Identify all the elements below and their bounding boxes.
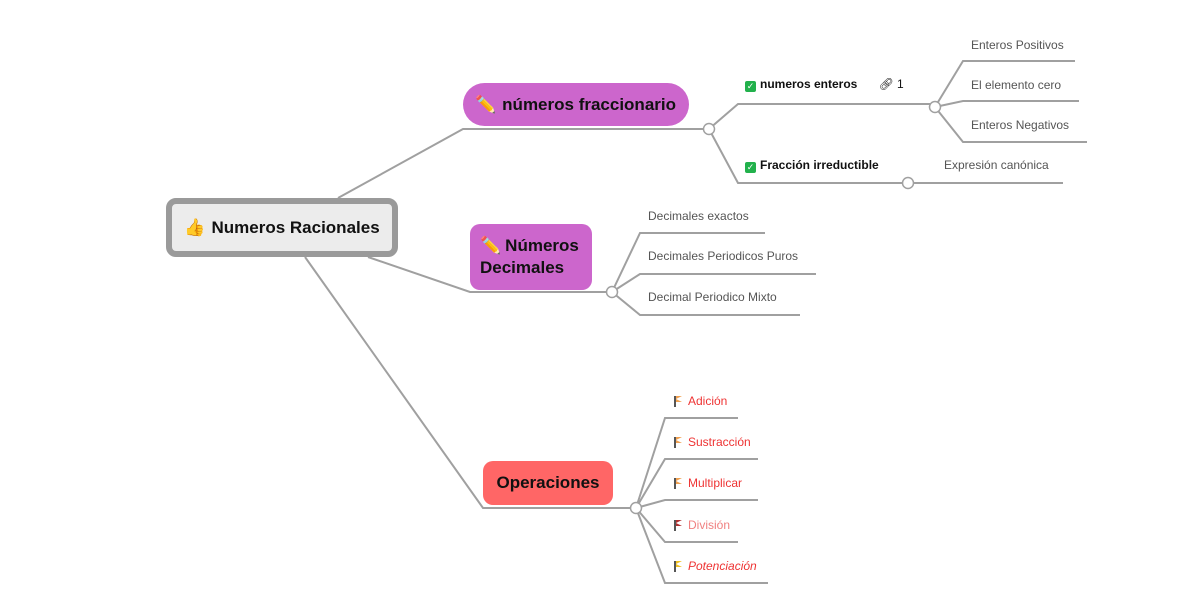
flag-orange-icon (674, 478, 684, 489)
subtopic-enteros-positivos[interactable]: Enteros Positivos (971, 38, 1064, 52)
flag-yellow-icon (674, 561, 684, 572)
collapse-toggle-fraccionario[interactable] (702, 122, 716, 136)
flag-red-icon (674, 520, 684, 531)
connector-enteros-negativos (934, 106, 1087, 143)
topic-numeros-fraccionario[interactable]: ✏️ números fraccionario (463, 83, 689, 126)
subtopic-numeros-enteros[interactable]: ✓ numeros enteros 🔗︎1 (745, 77, 904, 92)
subtopic-label: Potenciación (688, 559, 757, 573)
subtopic-decimales-exactos[interactable]: Decimales exactos (648, 209, 749, 223)
root-topic-label: Numeros Racionales (211, 217, 380, 237)
subtopic-decimal-periodico-mixto[interactable]: Decimal Periodico Mixto (648, 290, 777, 304)
connector-op-potenciacion (635, 507, 768, 584)
topic-label-line2: Decimales (480, 258, 565, 277)
connector-root-operaciones (304, 256, 636, 509)
connector-enteros-positivos (934, 60, 1075, 108)
subtopic-label: numeros enteros (760, 77, 858, 91)
subtopic-adicion[interactable]: Adición (674, 394, 727, 408)
connector-enteros-cero (934, 100, 1079, 108)
subtopic-label: Multiplicar (688, 476, 743, 490)
connector-fraccionario-enteros (708, 103, 935, 130)
topic-label: números fraccionario (502, 94, 676, 114)
link-icon[interactable]: 🔗︎ (878, 77, 894, 91)
flag-orange-icon (674, 396, 684, 407)
connector-fraccionario-irreductible (708, 128, 908, 184)
topic-numeros-decimales[interactable]: ✏️Números Decimales (470, 224, 592, 290)
subtopic-elemento-cero[interactable]: El elemento cero (971, 78, 1062, 92)
collapse-toggle-decimales[interactable] (605, 285, 619, 299)
link-count: 1 (896, 77, 904, 91)
subtopic-fraccion-irreductible[interactable]: ✓ Fracción irreductible (745, 158, 879, 173)
connector-root-fraccionario (337, 128, 709, 199)
connector-op-adicion (635, 417, 738, 509)
connector-op-division (635, 507, 738, 543)
collapse-toggle-operaciones[interactable] (629, 501, 643, 515)
collapse-toggle-enteros[interactable] (928, 100, 942, 114)
subtopic-sustraccion[interactable]: Sustracción (674, 435, 751, 449)
connector-decimales-puros (611, 273, 816, 293)
subtopic-decimales-periodicos-puros[interactable]: Decimales Periodicos Puros (648, 249, 799, 263)
subtopic-expresion-canonica[interactable]: Expresión canónica (944, 158, 1049, 172)
subtopic-label: Fracción irreductible (760, 158, 879, 172)
connector-decimales-exactos (611, 232, 765, 293)
flag-orange-icon (674, 437, 684, 448)
pencil-icon: ✏️ (475, 94, 497, 114)
subtopic-division[interactable]: División (674, 518, 730, 532)
checkbox-checked-icon: ✓ (745, 162, 756, 173)
thumbs-up-icon: 👍 (184, 217, 206, 237)
subtopic-enteros-negativos[interactable]: Enteros Negativos (971, 118, 1070, 132)
connector-root-decimales (367, 256, 612, 293)
checkbox-checked-icon: ✓ (745, 81, 756, 92)
subtopic-label: Adición (688, 394, 728, 408)
connector-op-sustraccion (635, 458, 758, 509)
root-topic[interactable]: 👍 Numeros Racionales (166, 198, 398, 257)
topic-label: Operaciones (496, 473, 600, 492)
topic-label-line1: Números (505, 236, 579, 255)
subtopic-label: Sustracción (688, 435, 751, 449)
collapse-toggle-irreductible[interactable] (901, 176, 915, 190)
connector-decimales-mixto (611, 291, 800, 316)
subtopic-potenciacion[interactable]: Potenciación (674, 559, 757, 573)
pencil-icon: ✏️ (480, 236, 502, 255)
connector-op-multiplicar (635, 499, 758, 509)
subtopic-label: División (688, 518, 731, 532)
subtopic-multiplicar[interactable]: Multiplicar (674, 476, 742, 490)
topic-operaciones[interactable]: Operaciones (483, 461, 613, 505)
